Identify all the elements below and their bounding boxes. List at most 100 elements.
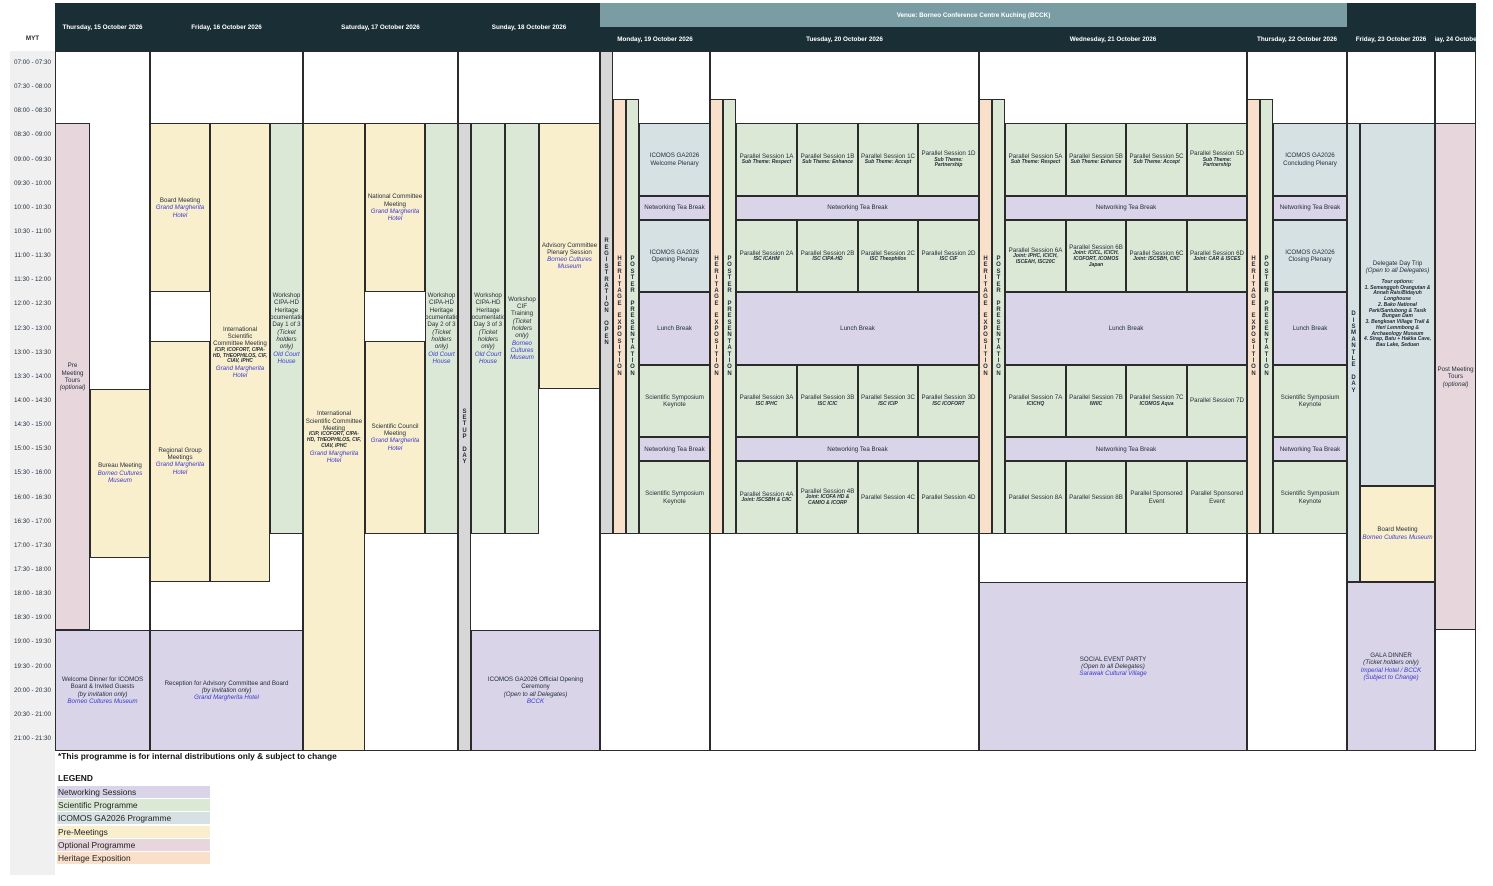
- event-title: International Scientific Committee Meeti…: [305, 410, 363, 432]
- event-details: ISC ICAHM: [753, 255, 780, 262]
- time-slot-label: 12:00 - 12:30: [13, 300, 52, 308]
- workshop-cipa-day3: Workshop CIPA-HD Heritage Documentation …: [471, 123, 505, 534]
- time-slot-label: 07:30 - 08:00: [13, 83, 52, 91]
- day-trip-option: Tour options:: [1381, 278, 1414, 285]
- legend-item: ICOMOS GA2026 Programme: [57, 812, 210, 825]
- social-event-party: SOCIAL EVENT PARTY(Open to all Delegates…: [979, 582, 1247, 752]
- parallel-session-wed: Parallel Session 8A: [1005, 461, 1066, 534]
- tea-break-mon-am: Networking Tea Break: [639, 195, 710, 220]
- event-venue: Borneo Cultures Museum: [97, 469, 143, 485]
- keynote-thu-2: Scientific Symposium Keynote: [1273, 461, 1347, 534]
- parallel-session-wed: Parallel Session 7D: [1187, 364, 1247, 438]
- day-header-1: Thursday, 15 October 2026: [55, 3, 150, 51]
- lunch-mon: Lunch Break: [639, 292, 710, 365]
- tea-break-mon-pm: Networking Tea Break: [639, 437, 710, 462]
- event-title: Parallel Session 4C: [861, 493, 915, 501]
- event-venue: Grand Margherita Hotel: [370, 437, 420, 452]
- time-slot-label: 09:00 - 09:30: [13, 155, 52, 163]
- event-title: Parallel Session 2B: [800, 249, 855, 257]
- event-note: (Ticket holders only): [431, 328, 452, 351]
- event-title: Parallel Session 2A: [739, 249, 794, 257]
- event-title: Parallel Session 7B: [1069, 394, 1123, 402]
- event-details: ISC IPHC: [755, 400, 778, 407]
- event-details: Sub Theme: Partnership: [1202, 156, 1232, 169]
- isc-meeting-friday: International Scientific Committee Meeti…: [210, 123, 270, 583]
- event-note: (optional): [1442, 380, 1469, 388]
- lunch-thu: Lunch Break: [1273, 292, 1347, 365]
- event-venue: Old Court House: [273, 350, 300, 365]
- event-title: Parallel Session 4D: [921, 493, 976, 501]
- footer-margin: [10, 749, 55, 875]
- workshop-cipa-day2: Workshop CIPA-HD Heritage Documentation …: [425, 123, 458, 534]
- event-title: International Scientific Committee Meeti…: [213, 325, 267, 348]
- event-note: (by invitation only): [77, 690, 128, 698]
- time-slot-label: 20:30 - 21:00: [13, 710, 52, 718]
- event-title: ICOMOS GA2026 Opening Plenary: [649, 248, 700, 264]
- parallel-session-tue: Parallel Session 4C: [858, 461, 918, 534]
- event-note: (Ticket holders only): [276, 328, 297, 351]
- lunch-tue: Lunch Break: [736, 292, 979, 365]
- event-note: (optional): [59, 384, 86, 392]
- legend-item: Scientific Programme: [57, 799, 210, 812]
- event-title: Networking Tea Break: [1095, 204, 1157, 212]
- time-slot-label: 21:00 - 21:30: [13, 734, 52, 742]
- event-details: ICIP, ICOFORT, CIPA-HD, THEOPHILOS, CIF,…: [212, 346, 268, 365]
- day-trip-option: 4. Sirap, Batu + Hakka Cave, Bau Lake, S…: [1363, 336, 1432, 349]
- event-title: Parallel Sponsored Event: [1190, 490, 1244, 505]
- event-venue: (Subject to Change): [1363, 673, 1419, 681]
- tea-break-tue-pm: Networking Tea Break: [736, 437, 979, 462]
- parallel-session-wed: Parallel Sponsored Event: [1126, 461, 1187, 534]
- keynote-mon-1: Scientific Symposium Keynote: [639, 364, 710, 438]
- event-note: (Open to all Delegates): [1365, 267, 1430, 275]
- event-title: Parallel Session 3C: [861, 394, 915, 402]
- event-title: Parallel Session 5B: [1069, 153, 1123, 161]
- day-header-7: Wednesday, 21 October 2026: [979, 27, 1247, 51]
- event-title: Regional Group Meetings: [158, 446, 202, 462]
- event-note: (by invitation only): [201, 687, 252, 695]
- keynote-mon-2: Scientific Symposium Keynote: [639, 461, 710, 534]
- event-details: ICIP, ICOFORT, CIPA-HD, THEOPHILOS, CIF,…: [306, 431, 362, 449]
- event-title: ICOMOS GA2026 Concluding Plenary: [1283, 152, 1337, 167]
- welcome-plenary: ICOMOS GA2026 Welcome Plenary: [639, 123, 710, 196]
- event-venue: Old Court House: [474, 350, 502, 365]
- event-title: Parallel Session 1A: [739, 153, 794, 161]
- event-title: Workshop CIF Training: [508, 295, 536, 318]
- event-note: (Ticket holders only): [477, 328, 499, 351]
- day-header-10: iay, 24 Octobe: [1435, 27, 1476, 51]
- time-slot-label: 19:30 - 20:00: [13, 662, 52, 670]
- event-title: Board Meeting: [1377, 526, 1418, 534]
- event-title: Parallel Session 2D: [921, 249, 976, 257]
- event-details: Sub Theme: Enhance: [1070, 159, 1122, 166]
- time-slot-label: 13:00 - 13:30: [13, 348, 52, 356]
- event-title: ICOMOS GA2026 Official Opening Ceremony: [487, 676, 584, 691]
- time-slot-label: 18:30 - 19:00: [13, 614, 52, 622]
- event-venue: Grand Margherita Hotel: [309, 449, 359, 464]
- pre-meeting-tours: Pre Meeting Tours(optional): [55, 123, 90, 631]
- event-title: Networking Tea Break: [644, 204, 705, 212]
- event-title: Parallel Session 4A: [739, 491, 794, 499]
- time-slot-label: 15:00 - 15:30: [13, 445, 52, 453]
